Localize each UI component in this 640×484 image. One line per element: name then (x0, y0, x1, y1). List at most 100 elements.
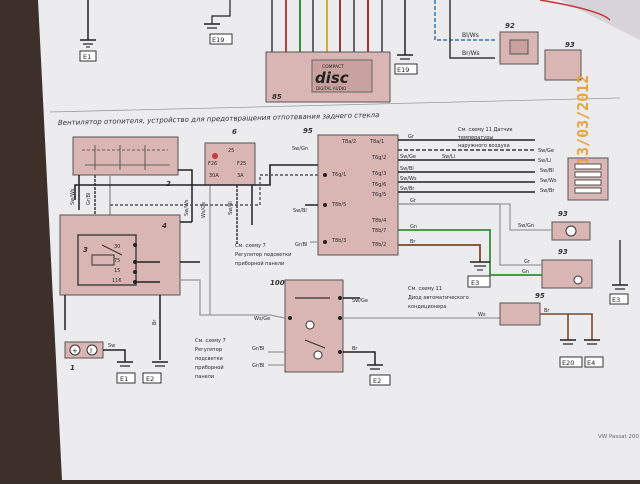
wire-gr-25b: Gr (410, 198, 417, 204)
component-4-fan-unit: 4 3 30 75 15 116 (59, 214, 181, 296)
note-sensor-line1: См. схему 11 Датчик (458, 127, 513, 133)
wire-sw-gn-25: Sw/Gn (292, 146, 308, 152)
wire-sw-li-right: Sw/Li (538, 158, 551, 164)
component-4-number: 4 (162, 222, 167, 230)
wire-br-95: Br (544, 308, 550, 314)
wire-sw-gn-93: Sw/Gn (518, 223, 534, 229)
ground-e1-b-label: E1 (120, 375, 128, 383)
wire-ws-ge-100: Ws/Ge (254, 316, 270, 322)
wire-gn-25: Gn (410, 224, 417, 230)
wire-sw-ws-right: Sw/Ws (540, 178, 557, 184)
note-sensor-line3: наружного воздуха (458, 143, 510, 149)
wire-sw-li-25: Sw/Li (442, 154, 455, 160)
ground-e3: E3 (467, 261, 491, 288)
component-92: 92 (499, 22, 539, 65)
component-95-number: 95 (535, 292, 545, 300)
term-t8b3: T8b/3 (331, 238, 346, 244)
component-93-top: 93 (544, 41, 582, 81)
wire-sw-ws-c2: Sw/Ws (70, 188, 76, 205)
ground-e4: E4 (584, 339, 604, 368)
wire-sw-ge-25: Sw/Ge (400, 154, 416, 160)
top-block: E1 E19 COMPACT disc DIGITAL AUDIO 85 (79, 0, 611, 103)
switch-minus: I (90, 347, 92, 355)
cd-changer-85: COMPACT disc DIGITAL AUDIO 85 (265, 51, 391, 103)
right-connector (567, 157, 609, 201)
wire-ws-ge-c6: Ws/Ge (201, 202, 207, 218)
fuse-a25: 25 (228, 148, 234, 154)
ground-e4-label: E4 (587, 359, 595, 367)
note-dim2-line4: приборной (195, 364, 224, 371)
ground-e3-right: E3 (609, 240, 629, 305)
relay-pin-30: 30 (114, 244, 120, 250)
note-dim-line1: См. схему 7 (235, 243, 266, 249)
ground-e2-mid: E2 (367, 364, 391, 386)
note-dim-line2: Регулятор подсветки (235, 252, 291, 258)
fuse-3a: 3A (237, 173, 244, 179)
page-corner-shade (560, 0, 640, 40)
ground-e1: E1 (116, 361, 136, 384)
component-93-sensor-number: 93 (558, 248, 568, 256)
term-t8b7: T8b/7 (371, 228, 386, 234)
ground-e19-label-b: E19 (397, 66, 409, 74)
wire-sw-br-25: Sw/Br (400, 186, 415, 192)
ground-e2-left-label: E2 (146, 375, 154, 383)
term-t6g1: T6g/1 (331, 172, 346, 178)
wire-gn-93: Gn (522, 269, 529, 275)
cd-number: 85 (272, 93, 282, 101)
note-diode-line2: Диод автоматического (408, 295, 469, 301)
ground-e19-mid: E19 (394, 0, 418, 75)
cd-label-digital: DIGITAL AUDIO (316, 86, 346, 91)
component-6-number: 6 (232, 128, 237, 136)
component-2-number: 2 (166, 180, 171, 188)
wire-gr-bl-c2: Gr/Bl (86, 193, 92, 205)
switch-plus: + (72, 347, 78, 355)
wire-gr-bl-25: Gr/Bl (295, 242, 307, 248)
fuse-f25: F25 (237, 161, 246, 167)
term-t8a2: T8a/2 (341, 139, 356, 145)
component-93-motor-number: 93 (558, 210, 568, 218)
section-divider (49, 97, 621, 113)
term-t8b4: T8b/4 (371, 218, 386, 224)
term-t6g3: T6g/3 (371, 171, 386, 177)
note-sensor-line2: температуры (458, 135, 493, 141)
component-93-sensor: 93 (541, 248, 593, 289)
wire-gr-25: Gr (408, 134, 415, 140)
ground-e1-top: E1 (79, 39, 97, 62)
wire-sw-bl-25: Sw/Bl (293, 208, 307, 214)
ground-e1-label: E1 (83, 53, 91, 61)
relay-pin-116: 116 (112, 278, 122, 284)
wire-sw-ws-left: Sw/Ws (184, 199, 190, 216)
note-diode-line3: кондиционера (408, 304, 446, 310)
wire-sw-br-right: Sw/Br (540, 188, 555, 194)
ground-e3-right-label: E3 (612, 296, 620, 304)
wire-br-ws-label: Br/Ws (462, 50, 480, 57)
component-100-number: 100 (270, 279, 285, 287)
wire-sw-bl-c6: Sw/Bl (228, 201, 234, 215)
component-100-switch: 100 (270, 279, 344, 373)
fuse-30a: 30A (209, 173, 219, 179)
note-dim2-line1: См. схему 7 (195, 338, 226, 344)
wire-gr-bl-100b: Gr/Bl (252, 363, 264, 369)
term-t8a1: T8a/1 (369, 139, 384, 145)
component-93-top-number: 93 (565, 41, 575, 49)
wire-sw-c1: Sw (108, 343, 115, 349)
component-25-number: 95 (303, 127, 313, 135)
note-dim2-line5: панели (195, 374, 214, 380)
date-stamp: 13/03/2012 (574, 75, 592, 165)
wire-sw-ws-25: Sw/Ws (400, 176, 417, 182)
wire-sw-bl-right: Sw/Bl (540, 168, 554, 174)
term-t8b5: T8b/5 (331, 202, 346, 208)
wire-sw-ge-right: Sw/Ge (538, 148, 554, 154)
wire-gr-bl-100: Gr/Bl (252, 346, 264, 352)
wire-br-c4: Br (152, 319, 158, 325)
note-dim-line3: приборной панели (235, 260, 284, 267)
ground-e20-label: E20 (562, 359, 574, 367)
ground-e19-label-a: E19 (212, 36, 224, 44)
term-t8b2: T8b/2 (371, 242, 386, 248)
cd-label-disc: disc (315, 69, 349, 87)
term-t6g5: T6g/5 (371, 192, 386, 198)
relay-pin-15: 15 (114, 268, 120, 274)
note-diode-line1: См. схему 11 (408, 286, 442, 292)
